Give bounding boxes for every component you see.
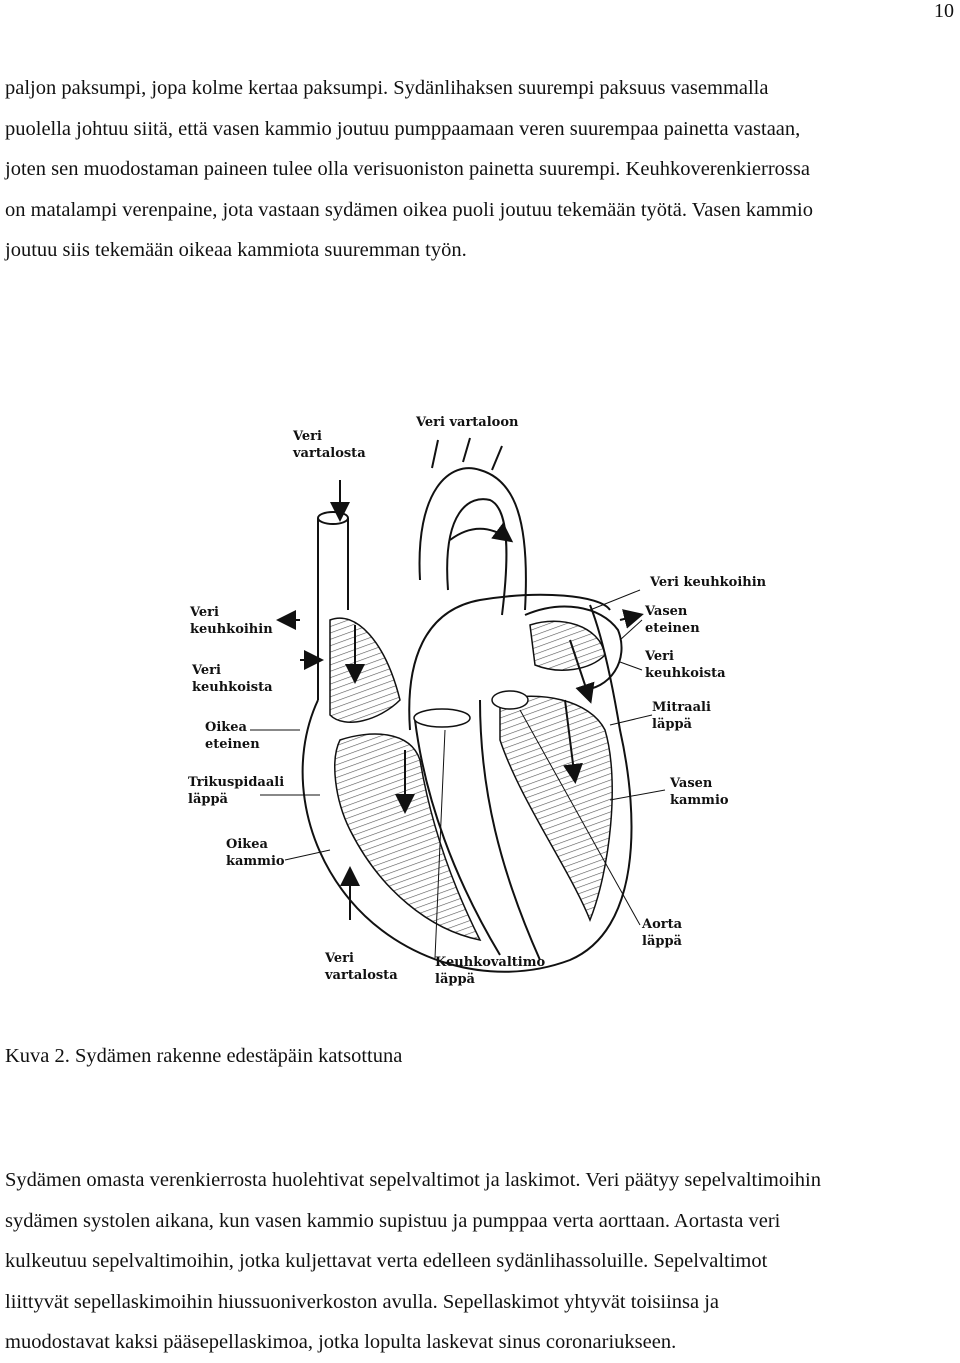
paragraph-line: on matalampi verenpaine, jota vastaan sy… — [5, 198, 813, 221]
body-paragraph-2: Sydämen omasta verenkierrosta huolehtiva… — [5, 1160, 955, 1363]
paragraph-line: Sydämen omasta verenkierrosta huolehtiva… — [5, 1169, 822, 1191]
label-oikea-eteinen: Oikea — [205, 720, 248, 735]
paragraph-line: muodostavat kaksi pääsepellaskimoa, jotk… — [5, 1331, 677, 1353]
paragraph-line: liittyvät sepellaskimoihin hiussuoniverk… — [5, 1290, 720, 1313]
label-veri-vartalosta-top: vartalosta — [292, 446, 366, 461]
heart-diagram-figure: Veri vartalosta Veri vartaloon Veri keuh… — [180, 400, 780, 1000]
right-ventricle — [334, 733, 482, 942]
left-atrium-chamber — [529, 620, 606, 671]
paragraph-line: paljon paksumpi, jopa kolme kertaa paksu… — [5, 77, 769, 99]
label-oikea-eteinen: eteinen — [205, 737, 260, 752]
page-number: 10 — [934, 0, 954, 22]
label-keuhkovaltimo-lappa: läppä — [435, 972, 476, 987]
heart-diagram: Veri vartalosta Veri vartaloon Veri keuh… — [188, 415, 767, 987]
label-vasen-eteinen: eteinen — [645, 621, 700, 636]
label-veri-keuhkoihin-right: Veri keuhkoihin — [649, 575, 767, 590]
label-aorta-lappa: Aorta — [641, 917, 683, 932]
label-veri-vartalosta-bottom: vartalosta — [324, 968, 398, 983]
label-trikuspidaali-lappa: läppä — [188, 792, 229, 807]
diagram-labels: Veri vartalosta Veri vartaloon Veri keuh… — [188, 415, 767, 987]
label-aorta-lappa: läppä — [642, 934, 683, 949]
aortic-valve — [491, 690, 529, 710]
label-veri-keuhkoista-left: Veri — [191, 663, 221, 678]
label-mitraali-lappa: Mitraali — [652, 700, 711, 715]
label-veri-keuhkoihin-left: Veri — [189, 605, 219, 620]
left-ventricle — [499, 695, 613, 923]
leader-lines — [250, 589, 666, 959]
label-veri-keuhkoista-right: keuhkoista — [645, 666, 726, 681]
label-keuhkovaltimo-lappa: Keuhkovaltimo — [435, 955, 545, 970]
body-paragraph-1: paljon paksumpi, jopa kolme kertaa paksu… — [5, 68, 955, 271]
label-trikuspidaali-lappa: Trikuspidaali — [188, 775, 284, 790]
label-veri-vartaloon: Veri vartaloon — [415, 415, 519, 430]
label-mitraali-lappa: läppä — [652, 717, 693, 732]
label-oikea-kammio: Oikea — [226, 837, 269, 852]
label-veri-keuhkoista-left: keuhkoista — [192, 680, 273, 695]
label-vasen-kammio: Vasen — [669, 776, 713, 791]
label-veri-keuhkoista-right: Veri — [644, 649, 674, 664]
paragraph-line: joten sen muodostaman paineen tulee olla… — [5, 158, 810, 180]
paragraph-line: sydämen systolen aikana, kun vasen kammi… — [5, 1209, 781, 1232]
label-vasen-eteinen: Vasen — [644, 604, 688, 619]
label-vasen-kammio: kammio — [670, 793, 729, 808]
label-veri-keuhkoihin-left: keuhkoihin — [190, 622, 273, 637]
paragraph-line: puolella johtuu siitä, että vasen kammio… — [5, 117, 801, 140]
label-oikea-kammio: kammio — [226, 854, 285, 869]
paragraph-line: kulkeutuu sepelvaltimoihin, jotka kuljet… — [5, 1250, 768, 1272]
heart-outline — [301, 437, 633, 973]
pulmonary-valve — [413, 708, 471, 728]
flow-arrows — [276, 480, 644, 920]
label-veri-vartalosta-top: Veri — [292, 429, 322, 444]
figure-caption: Kuva 2. Sydämen rakenne edestäpäin katso… — [5, 1045, 403, 1067]
right-atrium — [329, 617, 401, 723]
label-veri-vartalosta-bottom: Veri — [324, 951, 354, 966]
paragraph-line: joutuu siis tekemään oikeaa kammiota suu… — [5, 239, 467, 261]
